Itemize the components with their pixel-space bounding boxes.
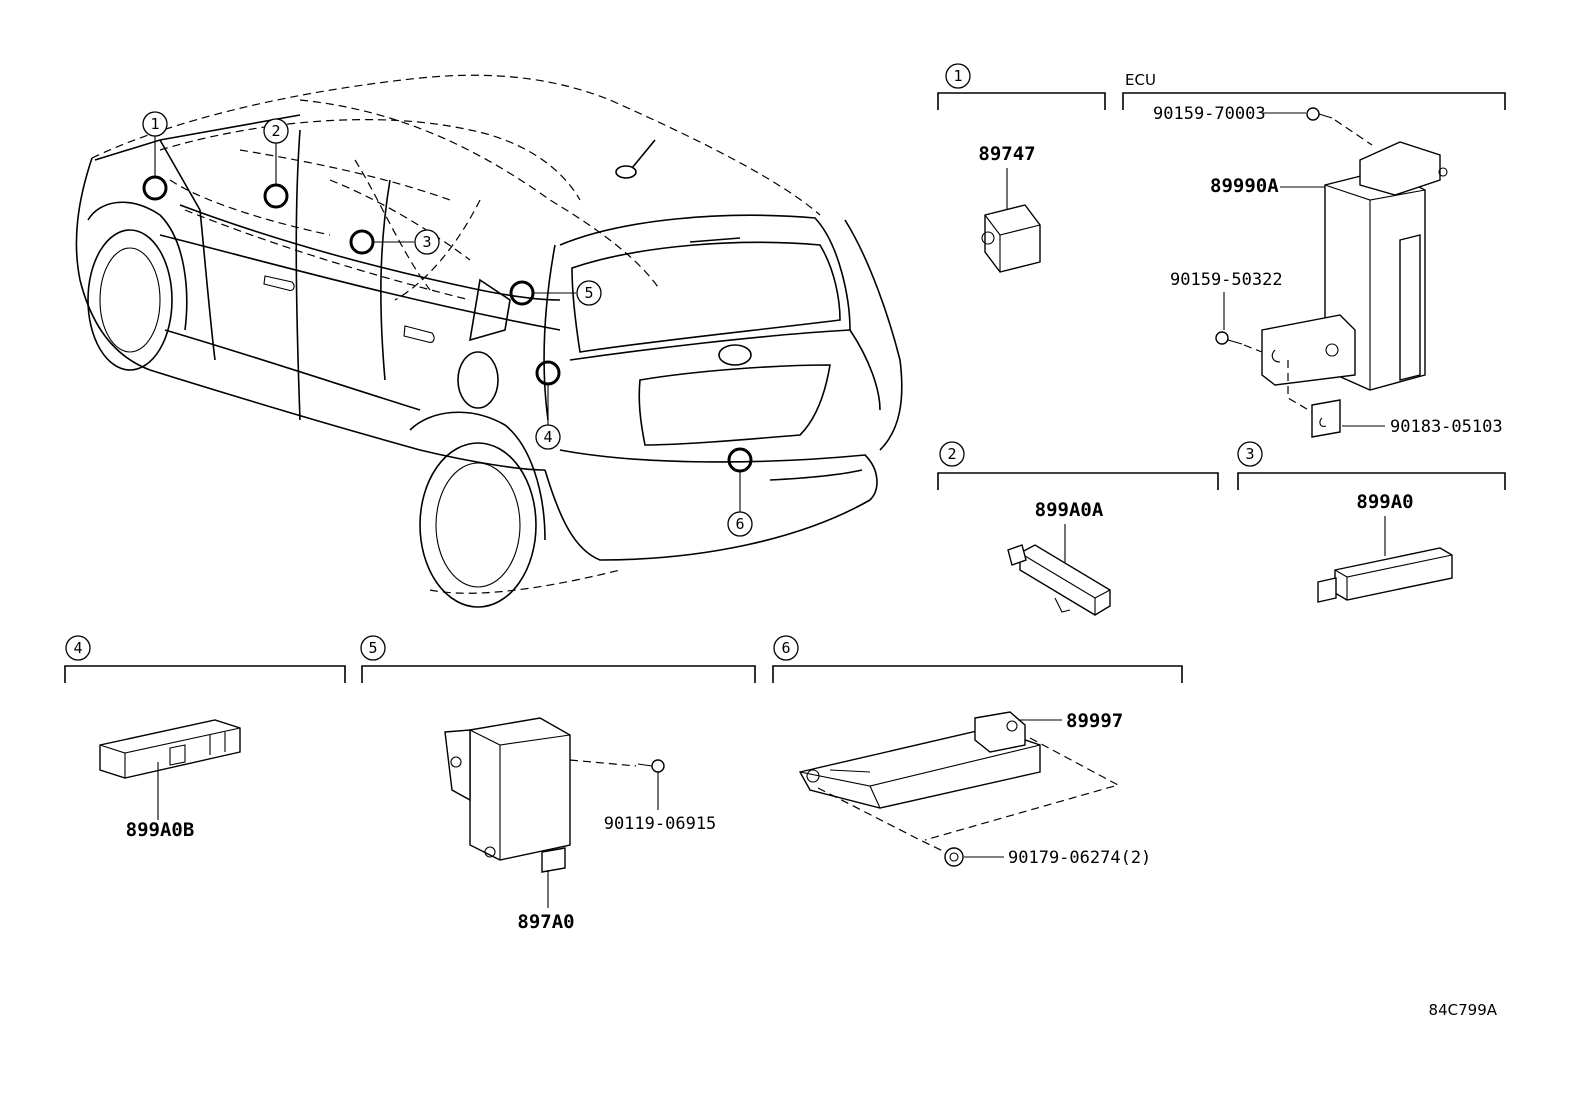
- vehicle-leaders: [154, 136, 741, 512]
- vehicle-callout-6: 6: [727, 511, 753, 537]
- part-drawing-897A0: [444, 717, 571, 873]
- marker-1: [142, 175, 168, 201]
- vehicle-callout-1: 1: [142, 111, 168, 137]
- bolt-icon: [637, 759, 665, 773]
- group-bracket: [937, 92, 1106, 110]
- bolt-icon: [1306, 107, 1333, 121]
- svg-text:1: 1: [150, 115, 159, 133]
- group-4: 4 899A0B: [64, 635, 346, 841]
- group-ecu: ECU 90159-70003 89990A 90159-50322: [1122, 71, 1506, 438]
- svg-text:2: 2: [271, 122, 280, 140]
- part-drawing-899A0B: [99, 719, 241, 779]
- marker-2: [263, 183, 289, 209]
- svg-text:3: 3: [1245, 445, 1254, 463]
- part-number: 897A0: [517, 911, 574, 933]
- svg-text:5: 5: [368, 639, 377, 657]
- part-number: 899A0A: [1035, 499, 1104, 521]
- group-callout-5: [360, 635, 386, 661]
- part-drawing-89997: [798, 711, 1041, 809]
- part-drawing-899A0: [1317, 547, 1453, 603]
- group-bracket: [772, 665, 1183, 683]
- part-number: 90179-06274(2): [1008, 848, 1151, 868]
- marker-3: [349, 229, 375, 255]
- clip-icon: [1311, 399, 1341, 438]
- part-drawing-899A0A: [1007, 544, 1111, 616]
- part-number: 89747: [978, 143, 1035, 165]
- group-bracket: [1122, 92, 1506, 110]
- group-callout-2: [939, 441, 965, 467]
- part-number: 90159-50322: [1170, 270, 1283, 290]
- svg-text:6: 6: [735, 515, 744, 533]
- vehicle-callouts: 1 2 3 4 5 6: [142, 111, 753, 537]
- part-number: 89997: [1066, 710, 1123, 732]
- part-number: 90119-06915: [604, 814, 717, 834]
- svg-text:4: 4: [73, 639, 82, 657]
- group-6: 6 89997 90179-06274(2): [772, 635, 1183, 868]
- group-bracket: [64, 665, 346, 683]
- part-number: 899A0: [1356, 491, 1413, 513]
- marker-4: [535, 360, 561, 386]
- part-drawing-89990A: [1261, 141, 1448, 391]
- part-number: 90183-05103: [1390, 417, 1503, 437]
- vehicle-callout-2: 2: [263, 118, 289, 144]
- svg-text:6: 6: [781, 639, 790, 657]
- marker-6: [727, 447, 753, 473]
- svg-text:4: 4: [543, 428, 552, 446]
- svg-text:5: 5: [584, 284, 593, 302]
- group-5: 5 90119-06915 897A0: [360, 635, 756, 933]
- figure-code: 84C799A: [1429, 1001, 1498, 1019]
- group-bracket: [937, 472, 1219, 490]
- vehicle-callout-4: 4: [535, 424, 561, 450]
- vehicle-illustration: [75, 74, 903, 608]
- svg-text:2: 2: [947, 445, 956, 463]
- group-bracket: [361, 665, 756, 683]
- group-callout-4: [65, 635, 91, 661]
- group-1: 1 89747: [937, 63, 1106, 273]
- group-callout-1: [945, 63, 971, 89]
- part-number: 899A0B: [126, 819, 195, 841]
- group-bracket: [1237, 472, 1506, 490]
- group-callout-6: [773, 635, 799, 661]
- vehicle-callout-3: 3: [414, 229, 440, 255]
- nut-icon: [944, 847, 964, 867]
- part-drawing-89747: [981, 204, 1041, 273]
- bolt-icon: [1215, 331, 1243, 345]
- group-3: 3 899A0: [1237, 441, 1506, 603]
- marker-5: [509, 280, 535, 306]
- svg-text:1: 1: [953, 67, 962, 85]
- group-2: 2 899A0A: [937, 441, 1219, 616]
- part-number: 89990A: [1210, 175, 1279, 197]
- group-callout-3: [1237, 441, 1263, 467]
- group-label-ecu: ECU: [1125, 71, 1156, 89]
- svg-text:3: 3: [422, 233, 431, 251]
- part-number: 90159-70003: [1153, 104, 1266, 124]
- vehicle-callout-5: 5: [576, 280, 602, 306]
